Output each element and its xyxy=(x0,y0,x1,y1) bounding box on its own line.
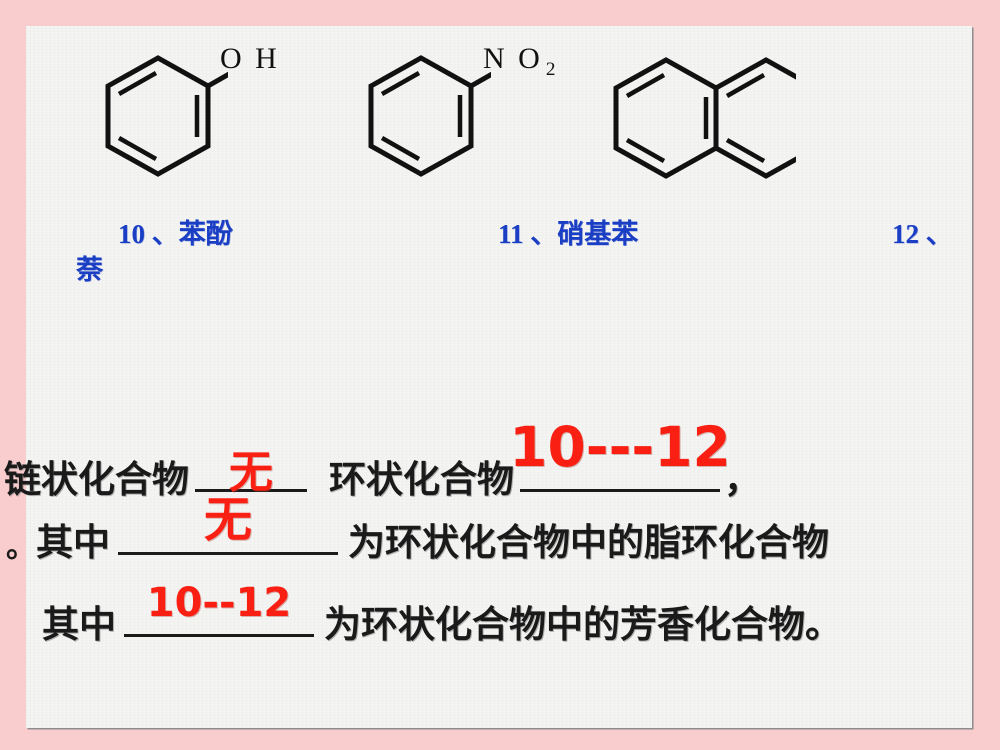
line3-segment-a: 其中 xyxy=(42,603,116,646)
line1-segment-c: ， xyxy=(724,458,761,501)
no2-main: N O xyxy=(483,42,543,75)
line2-segment-b: 为环状化合物中的脂环化合物 xyxy=(348,521,829,564)
line1-segment-a: 链状化合物 xyxy=(4,458,189,501)
line3-blank[interactable]: 10--12 xyxy=(124,580,314,637)
caption-naphthalene: 12 、 xyxy=(892,219,953,249)
phenol-oh-label: O H xyxy=(220,42,280,75)
line1-blank-ring[interactable]: 10---12 xyxy=(509,415,731,492)
structure-naphthalene xyxy=(606,56,796,181)
sentence-line-2: 其中 无为环状化合物中的脂环化合物 xyxy=(36,492,829,566)
line2-answer: 无 xyxy=(203,492,253,548)
caption-nitrobenzene: 11 、硝基苯 xyxy=(498,219,639,249)
line2-blank[interactable]: 无 xyxy=(118,492,338,555)
line2-segment-a: 其中 xyxy=(36,521,110,564)
sentence-line-3: 其中 10--12 为环状化合物中的芳香化合物。 xyxy=(42,580,842,648)
caption-phenol: 10 、苯酚 xyxy=(118,219,233,249)
line3-answer: 10--12 xyxy=(146,580,292,626)
line2-lead-mark: 。 xyxy=(6,530,36,565)
line1-answer-chain: 无 xyxy=(229,447,273,498)
line3-segment-b: 为环状化合物中的芳香化合物。 xyxy=(324,603,842,646)
structure-phenol: O H xyxy=(98,42,277,179)
line1-blank-chain[interactable]: 无 xyxy=(195,447,307,498)
nitrobenzene-skeleton-icon xyxy=(368,55,491,177)
line1-segment-b: 环状化合物 xyxy=(329,458,514,501)
line1-answer-ring: 10---12 xyxy=(509,415,731,479)
caption-naphthalene-wrapped: 萘 xyxy=(76,255,103,285)
no2-subscript: 2 xyxy=(545,59,556,80)
phenol-skeleton-icon xyxy=(105,55,228,177)
naphthalene-skeleton-icon xyxy=(613,57,796,179)
